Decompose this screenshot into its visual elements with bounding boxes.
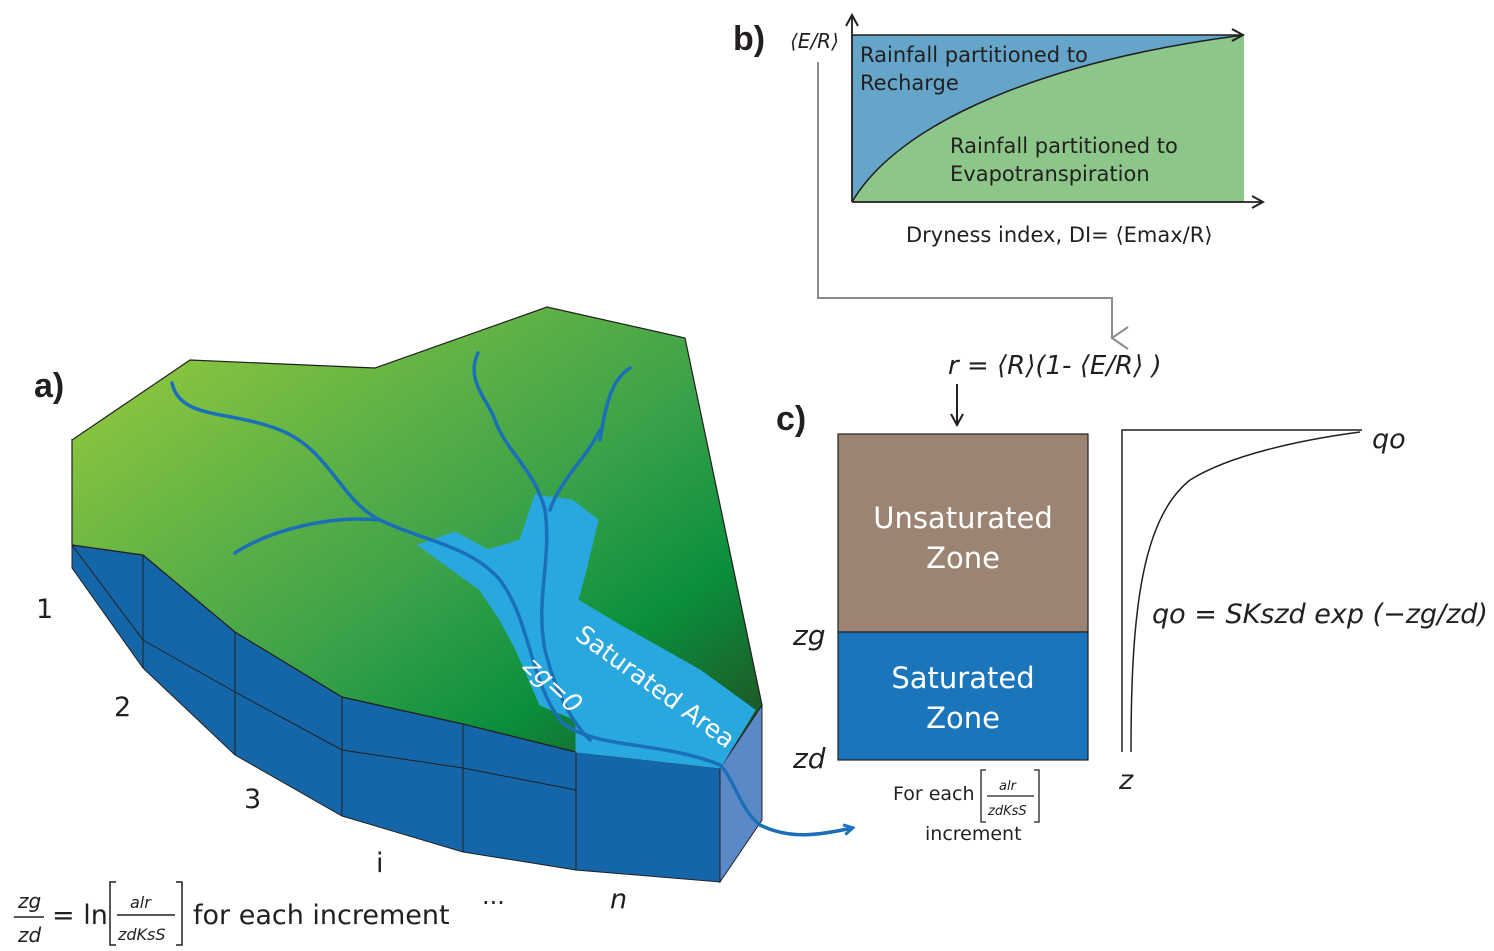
saturated-label-line2: Zone bbox=[926, 701, 1000, 735]
outflow-arrow bbox=[759, 825, 852, 837]
recharge-label-line2: Recharge bbox=[860, 71, 959, 95]
saturated-area bbox=[416, 494, 756, 769]
saturated-label-line1: Saturated bbox=[891, 661, 1034, 695]
eq-suffix: for each increment bbox=[193, 900, 450, 931]
b-y-axis-label: ⟨E/R⟩ bbox=[790, 29, 839, 53]
z-label: z bbox=[1118, 765, 1134, 796]
saturated-zone bbox=[837, 631, 1089, 761]
stream-network bbox=[170, 351, 762, 827]
increment-label-3: 3 bbox=[244, 784, 261, 815]
for-each-text: For each bbox=[893, 783, 975, 805]
zd-label: zd bbox=[792, 742, 826, 775]
evapotranspiration-region bbox=[852, 35, 1244, 202]
eq-zg: zg bbox=[17, 889, 41, 913]
zg-label: zg bbox=[792, 619, 825, 652]
q0-label: qo bbox=[1372, 424, 1406, 455]
eq-zd: zd bbox=[17, 923, 41, 947]
increment-text: increment bbox=[925, 823, 1022, 845]
increment-label-n: n bbox=[610, 884, 627, 915]
recharge-label-line1: Rainfall partitioned to bbox=[860, 43, 1088, 67]
c-frac-num: alr bbox=[999, 779, 1018, 794]
increment-label-2: 2 bbox=[114, 692, 131, 723]
recharge-equation: r = ⟨R⟩(1- ⟨E/R⟩ ) bbox=[948, 351, 1162, 381]
flux-decay-curve bbox=[1130, 431, 1361, 753]
for-each-increment-note: For each alr zdKsS increment bbox=[893, 769, 1040, 845]
flux-profile: qo z qo = SKszd exp (−zg/zd) bbox=[1118, 424, 1488, 796]
increment-labels: 1 2 3 i ... n bbox=[36, 594, 627, 915]
eq-den: zdKsS bbox=[117, 925, 166, 944]
topographic-index-equation: zg zd = ln alr zdKsS for each increment bbox=[14, 881, 450, 947]
b-x-axis-label: Dryness index, DI= ⟨Emax/R⟩ bbox=[906, 223, 1213, 247]
panel-a-letter: a) bbox=[34, 367, 64, 405]
partition-curve bbox=[851, 34, 1245, 203]
connector-arrow bbox=[817, 62, 1129, 350]
unsaturated-zone bbox=[837, 433, 1089, 633]
unsaturated-label-line2: Zone bbox=[926, 541, 1000, 575]
increment-label-1: 1 bbox=[36, 594, 53, 625]
panel-c-letter: c) bbox=[776, 400, 806, 438]
increment-label-i: i bbox=[376, 848, 384, 879]
c-frac-den: zdKsS bbox=[987, 804, 1027, 819]
watershed-block: Saturated Area zg=0 bbox=[71, 306, 852, 884]
partition-chart: Rainfall partitioned to Recharge Rainfal… bbox=[852, 16, 1262, 247]
zone-column: Unsaturated Zone Saturated Zone bbox=[837, 433, 1089, 761]
evap-label-line2: Evapotranspiration bbox=[950, 162, 1150, 186]
unsaturated-label-line1: Unsaturated bbox=[873, 501, 1053, 535]
evap-label-line1: Rainfall partitioned to bbox=[950, 134, 1178, 158]
flux-equation: qo = SKszd exp (−zg/zd) bbox=[1152, 599, 1488, 630]
increment-label-ellipsis: ... bbox=[482, 882, 505, 910]
panel-b-letter: b) bbox=[733, 20, 765, 58]
eq-ln: = ln bbox=[52, 900, 108, 931]
outlet-increment-face bbox=[575, 751, 721, 883]
eq-num: alr bbox=[130, 893, 152, 912]
